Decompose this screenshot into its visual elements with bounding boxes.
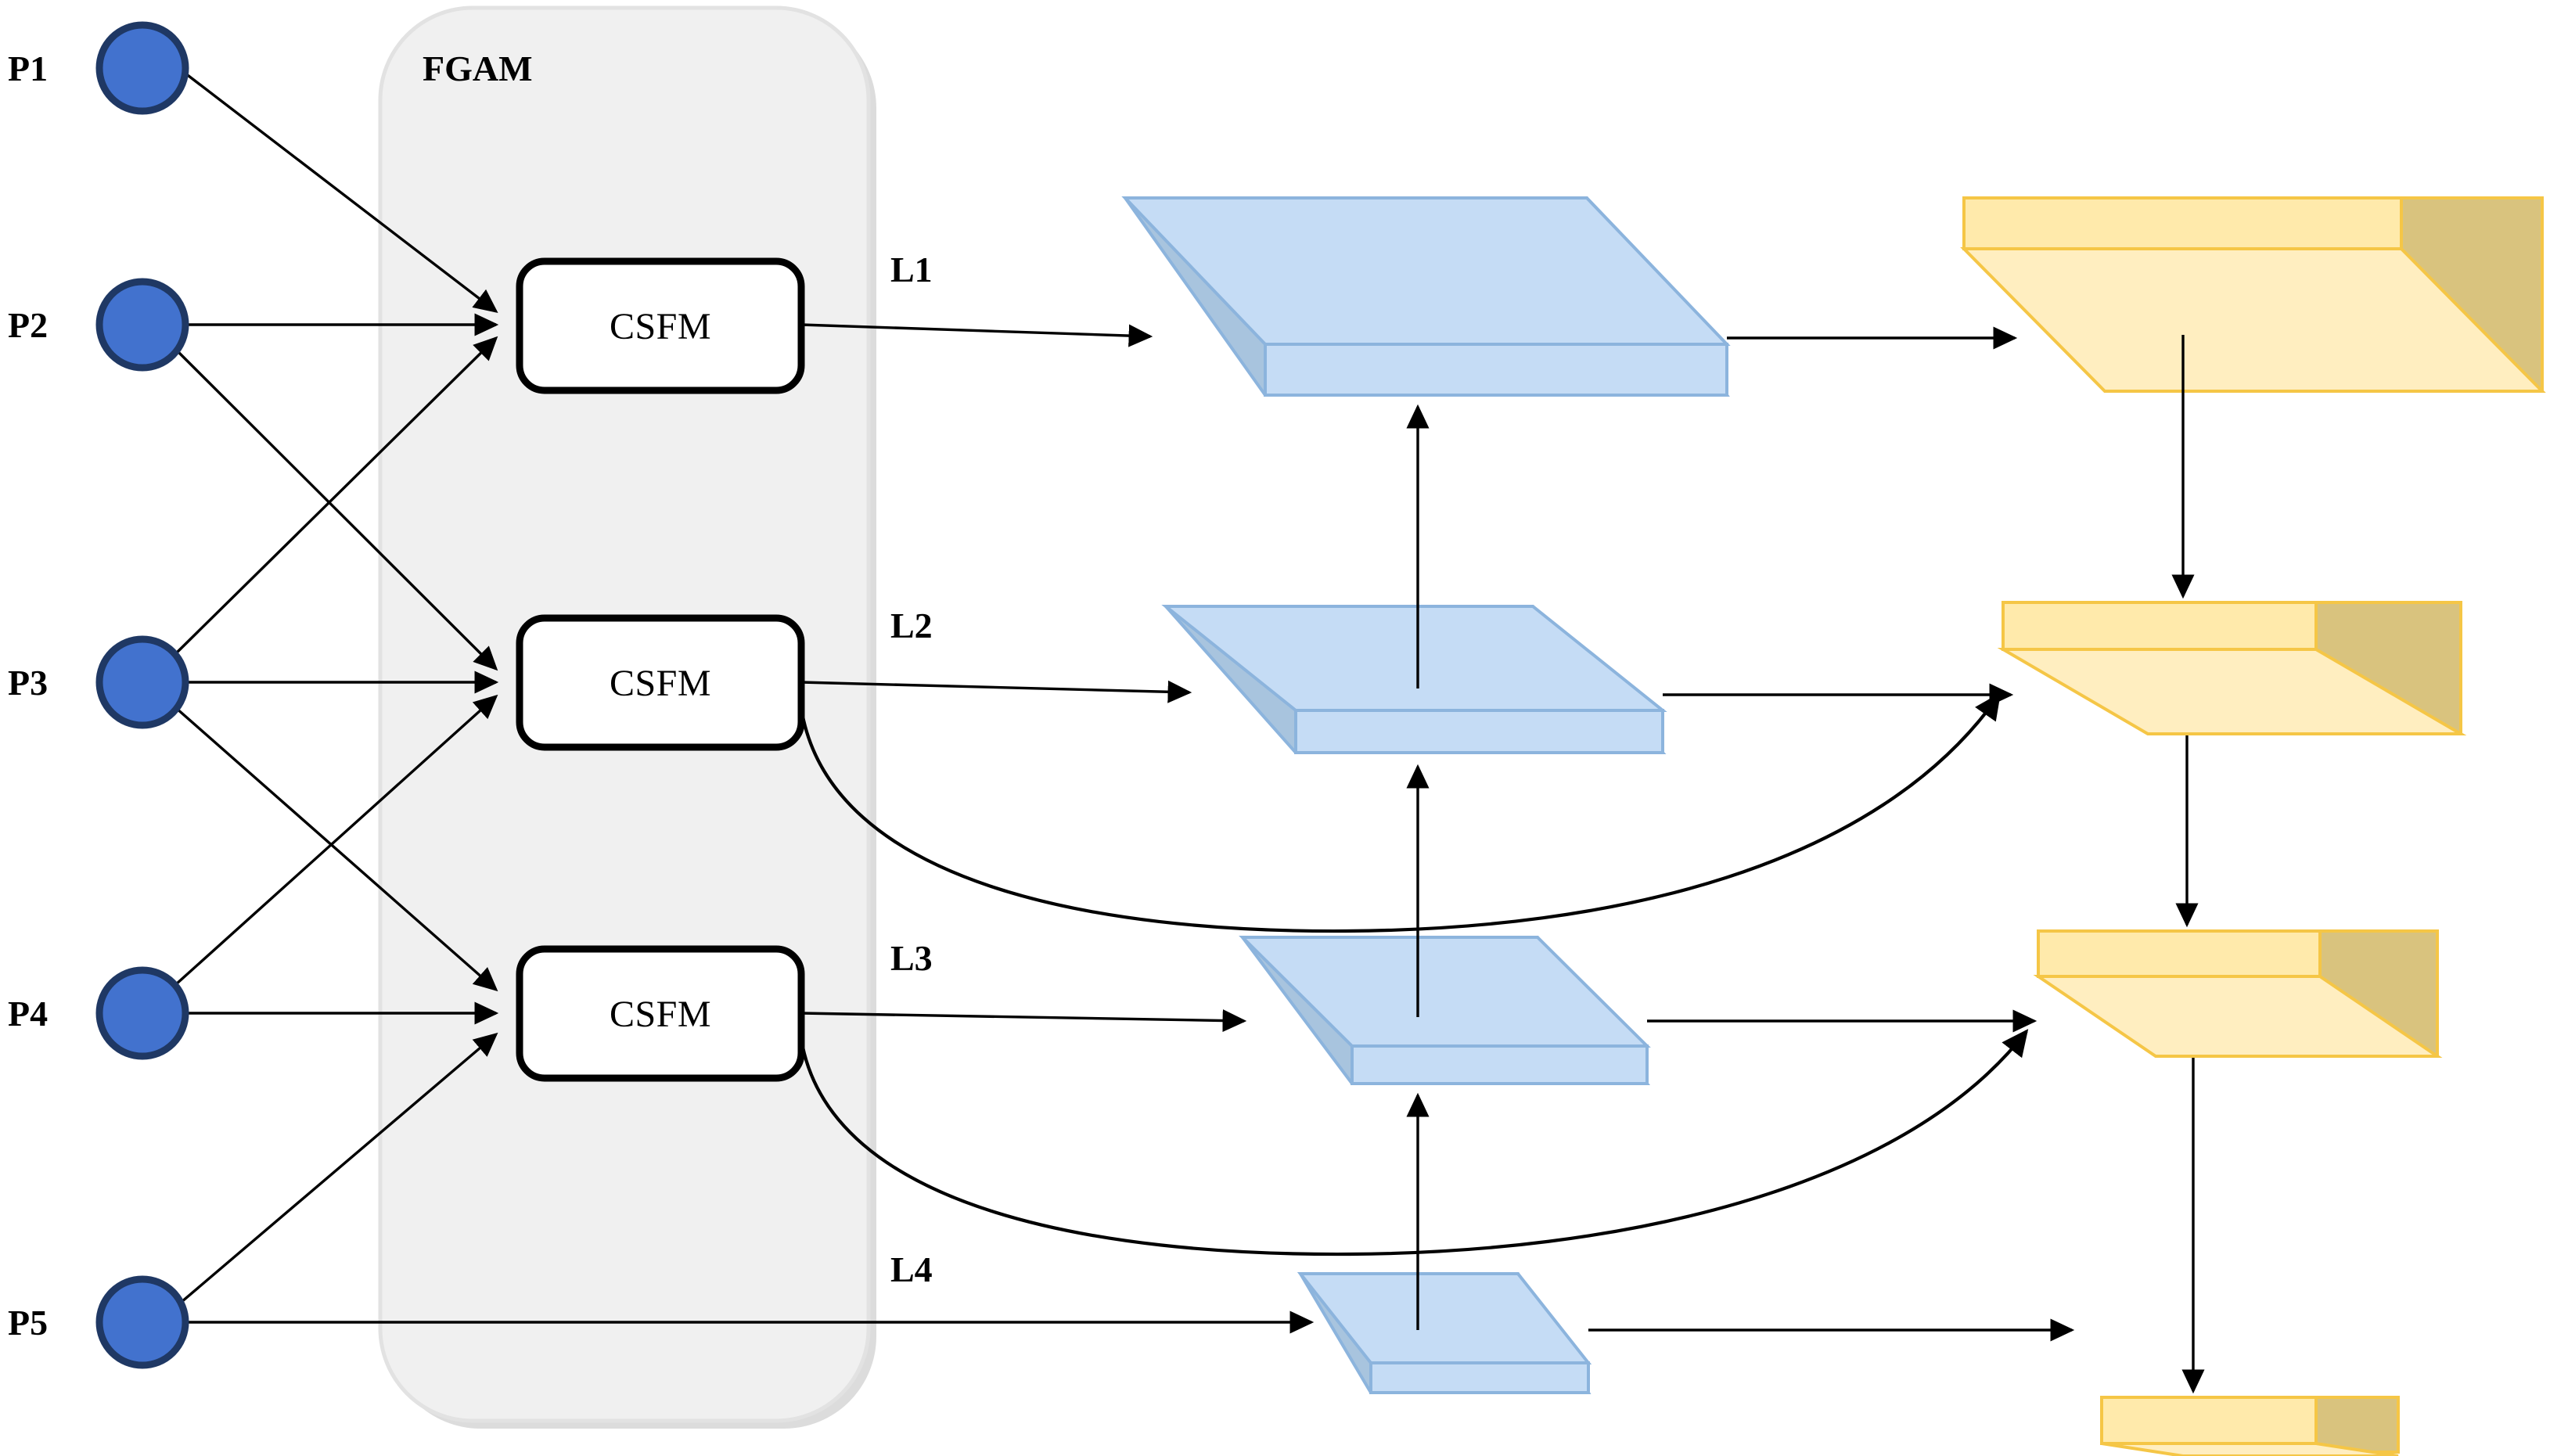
blue-l3-top-face: [1239, 936, 1651, 1048]
blue-l1-top-face: [1121, 196, 1731, 346]
p5-label: P5: [8, 1303, 48, 1343]
level-label-l1: L1: [890, 250, 933, 289]
yellow-l1-top-face: [1960, 247, 2546, 393]
p3-label: P3: [8, 663, 48, 703]
yellow-slab-l4[interactable]: [2100, 1396, 2400, 1456]
p3-circle[interactable]: [95, 635, 189, 729]
csfm-module-3[interactable]: CSFM: [516, 945, 805, 1082]
blue-slab-l1[interactable]: [1121, 196, 1731, 397]
input-node-p3[interactable]: P3: [8, 635, 189, 729]
blue-to-yellow-edge-group: [1588, 326, 2075, 1342]
edge-csfm2-blue-l2: [800, 680, 1192, 703]
edge-csfm3-blue-l3: [800, 1008, 1247, 1033]
blue-l2-top-face: [1161, 605, 1667, 712]
blue-l1-front-face: [1264, 343, 1728, 397]
csfm3-label: CSFM: [610, 994, 711, 1035]
yellow-l2-back-face: [2002, 601, 2318, 651]
blue-l2-front-face: [1294, 709, 1664, 754]
input-node-p1[interactable]: P1: [8, 21, 189, 115]
fgam-label: FGAM: [423, 49, 533, 88]
csfm1-label: CSFM: [610, 306, 711, 347]
yellow-l3-top-face: [2033, 975, 2443, 1058]
input-edge-group: [174, 67, 1315, 1334]
csfm2-label: CSFM: [610, 663, 711, 704]
p5-circle[interactable]: [95, 1275, 189, 1369]
yellow-l4-top-face: [2101, 1442, 2399, 1456]
blue-slab-l2[interactable]: [1161, 605, 1667, 754]
input-node-p2[interactable]: P2: [8, 278, 189, 372]
level-label-l3: L3: [890, 938, 933, 978]
input-node-p5[interactable]: P5: [8, 1275, 189, 1369]
edge-p4-csfm2: [174, 694, 498, 986]
edge-p1-csfm1: [177, 67, 498, 313]
blue-l4-top-face: [1297, 1272, 1592, 1364]
p4-label: P4: [8, 994, 48, 1034]
p4-circle[interactable]: [95, 966, 189, 1060]
blue-l3-front-face: [1351, 1044, 1649, 1085]
edge-skip-csfm3-yellow-l3: [799, 1029, 2029, 1256]
level-label-l4: L4: [890, 1249, 933, 1289]
yellow-slab-l3[interactable]: [2033, 929, 2443, 1058]
yellow-l2-top-face: [1997, 648, 2467, 735]
p1-circle[interactable]: [95, 21, 189, 115]
blue-slab-l3[interactable]: [1239, 936, 1651, 1085]
yellow-l4-back-face: [2100, 1396, 2318, 1445]
input-nodes-group: P1 P2 P3 P4 P5: [8, 21, 189, 1369]
level-label-l2: L2: [890, 606, 933, 645]
edge-p3-csfm3: [174, 706, 498, 992]
yellow-l3-back-face: [2037, 929, 2322, 978]
p1-label: P1: [8, 49, 48, 88]
skip-connection-group: [799, 692, 2029, 1256]
input-node-p4[interactable]: P4: [8, 966, 189, 1060]
blue-l4-front-face: [1369, 1361, 1590, 1394]
csfm-modules-group: CSFM CSFM CSFM: [516, 257, 805, 1082]
edge-p5-csfm3: [174, 1032, 498, 1308]
yellow-l1-back-face: [1962, 196, 2403, 250]
p2-label: P2: [8, 305, 48, 345]
p2-circle[interactable]: [95, 278, 189, 372]
yellow-slab-l2[interactable]: [1997, 601, 2467, 735]
blue-slab-l4[interactable]: [1297, 1272, 1592, 1394]
module-output-edge-group: [800, 323, 1247, 1033]
edge-p3-csfm1: [174, 336, 498, 655]
csfm-module-1[interactable]: CSFM: [516, 257, 805, 394]
yellow-slab-l1[interactable]: [1960, 196, 2546, 393]
csfm-module-2[interactable]: CSFM: [516, 614, 805, 751]
edge-skip-csfm2-yellow-l2: [799, 692, 2002, 933]
edge-p2-csfm2: [174, 348, 498, 671]
level-labels-group: L1 L2 L3 L4: [890, 250, 933, 1289]
edge-csfm1-blue-l1: [800, 323, 1153, 347]
top-down-arrow-group: [2171, 335, 2205, 1394]
